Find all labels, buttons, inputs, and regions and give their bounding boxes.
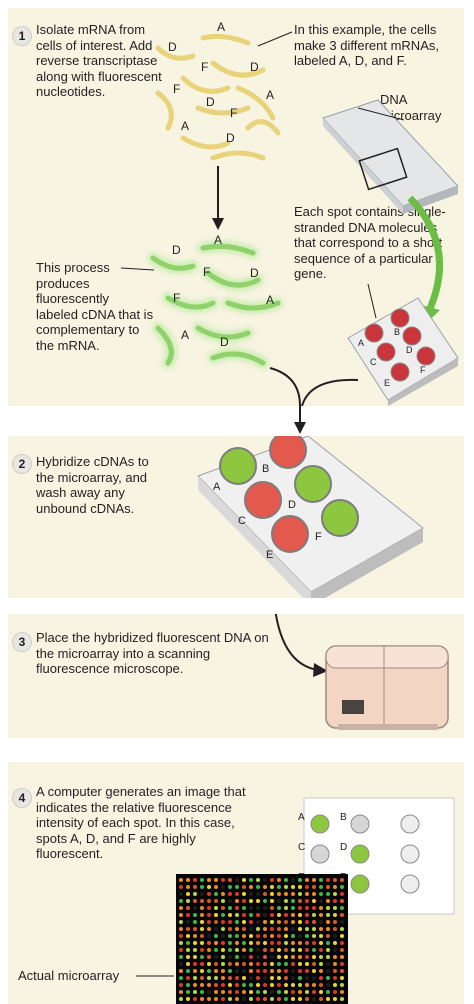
scanning-fluorescence-microscope	[325, 645, 449, 730]
spot-f	[350, 874, 370, 894]
mrna-strands	[155, 33, 281, 161]
arrow-head	[313, 663, 328, 677]
cdna-label-f: F	[203, 265, 210, 279]
cdna-label-a: A	[214, 233, 222, 247]
step-3-panel: 3 Place the hybridized fluorescent DNA o…	[8, 614, 464, 738]
mrna-label-f: F	[230, 106, 237, 120]
cdna-label-d: D	[172, 243, 181, 257]
step-4-illustration: A B C D E F	[136, 797, 455, 1004]
spot-label-b: B	[262, 463, 269, 475]
step-number: 1	[12, 26, 32, 46]
spot-label-d: D	[288, 499, 296, 511]
step-1-panel: 1 Isolate mRNA from cells of interest. A…	[8, 8, 464, 406]
small-plate-labels: A B C D E F	[358, 327, 426, 388]
cdna-label-f: F	[173, 291, 180, 305]
spot-label-e: E	[266, 549, 273, 561]
spot-label-d: D	[340, 842, 347, 853]
spot-label-b: B	[340, 812, 347, 823]
arrow-head	[212, 218, 224, 230]
cdna-label-d: D	[250, 266, 259, 280]
green-arrow	[407, 195, 443, 315]
step-text: Hybridize cDNAs to the microarray, and w…	[36, 454, 149, 516]
actual-microarray-label: Actual microarray	[18, 968, 120, 983]
step-number: 2	[12, 454, 32, 474]
dna-microarray-tray	[322, 99, 459, 214]
mrna-label-d: D	[226, 131, 235, 145]
example-callout: In this example, the cells make 3 differ…	[294, 22, 439, 68]
spot-a	[310, 814, 330, 834]
step-1-illustration: A D F D F A D F A D	[120, 20, 459, 406]
cdna-label-d: D	[220, 335, 229, 349]
callout-line	[257, 31, 293, 47]
actual-microarray-image	[176, 874, 348, 1004]
small-spot-label-e: E	[384, 378, 390, 388]
small-spot-label-a: A	[358, 338, 364, 348]
arrow-to-step-2	[294, 406, 306, 434]
mrna-label-a: A	[266, 88, 274, 102]
step-4-panel: 4 A computer generates an image that ind…	[8, 762, 464, 1004]
spot-labels: A B C D E F	[213, 463, 322, 561]
spot-callout: Each spot contains single-stranded DNA m…	[294, 204, 446, 281]
microarray-dots	[179, 878, 344, 1001]
spot-label-a: A	[213, 481, 221, 493]
step-2-panel: 2 Hybridize cDNAs to the microarray, and…	[8, 436, 464, 598]
small-spot-label-f: F	[420, 365, 426, 375]
cdna-letters: A D F D F A A D	[172, 233, 274, 349]
mrna-label-d: D	[250, 60, 259, 74]
cdna-strands	[150, 243, 281, 366]
arrow-to-scanner	[274, 614, 319, 671]
hybridized-spots	[219, 436, 359, 553]
small-spot-label-d: D	[406, 345, 413, 355]
callout-line	[357, 107, 405, 121]
small-plate	[347, 297, 459, 406]
step-text: Place the hybridized fluorescent DNA on …	[36, 630, 269, 676]
mrna-letters: A D F D F A D F A D	[168, 20, 274, 145]
small-spot-label-c: C	[370, 357, 377, 367]
small-spot-label-b: B	[394, 327, 400, 337]
mrna-label-f: F	[201, 60, 208, 74]
mrna-label-d: D	[206, 95, 215, 109]
spot-label-c: C	[238, 515, 246, 527]
mrna-label-f: F	[173, 82, 180, 96]
merge-arrow-right	[301, 378, 359, 406]
mrna-label-a: A	[181, 119, 189, 133]
spot-d	[350, 844, 370, 864]
spot-label-c: C	[298, 842, 305, 853]
step-number: 3	[12, 632, 32, 652]
spot-b	[350, 814, 370, 834]
step-number: 4	[12, 788, 32, 808]
step-text: Isolate mRNA from cells of interest. Add…	[36, 22, 162, 99]
cdna-label-a: A	[181, 328, 189, 342]
spot-label-f: F	[315, 531, 322, 543]
callout-line	[367, 283, 377, 319]
merge-arrow-left	[269, 367, 301, 406]
step-2-illustration: A B C D E F	[197, 436, 424, 598]
spot-label-a: A	[298, 812, 305, 823]
step-text: A computer generates an image that indic…	[36, 784, 246, 861]
callout-line	[120, 267, 155, 271]
mrna-label-d: D	[168, 40, 177, 54]
cdna-label-a: A	[266, 293, 274, 307]
mrna-label-a: A	[217, 20, 225, 34]
spot-c	[310, 844, 330, 864]
cdna-callout: This process produces fluorescently labe…	[36, 260, 154, 353]
step-3-illustration	[274, 614, 449, 730]
